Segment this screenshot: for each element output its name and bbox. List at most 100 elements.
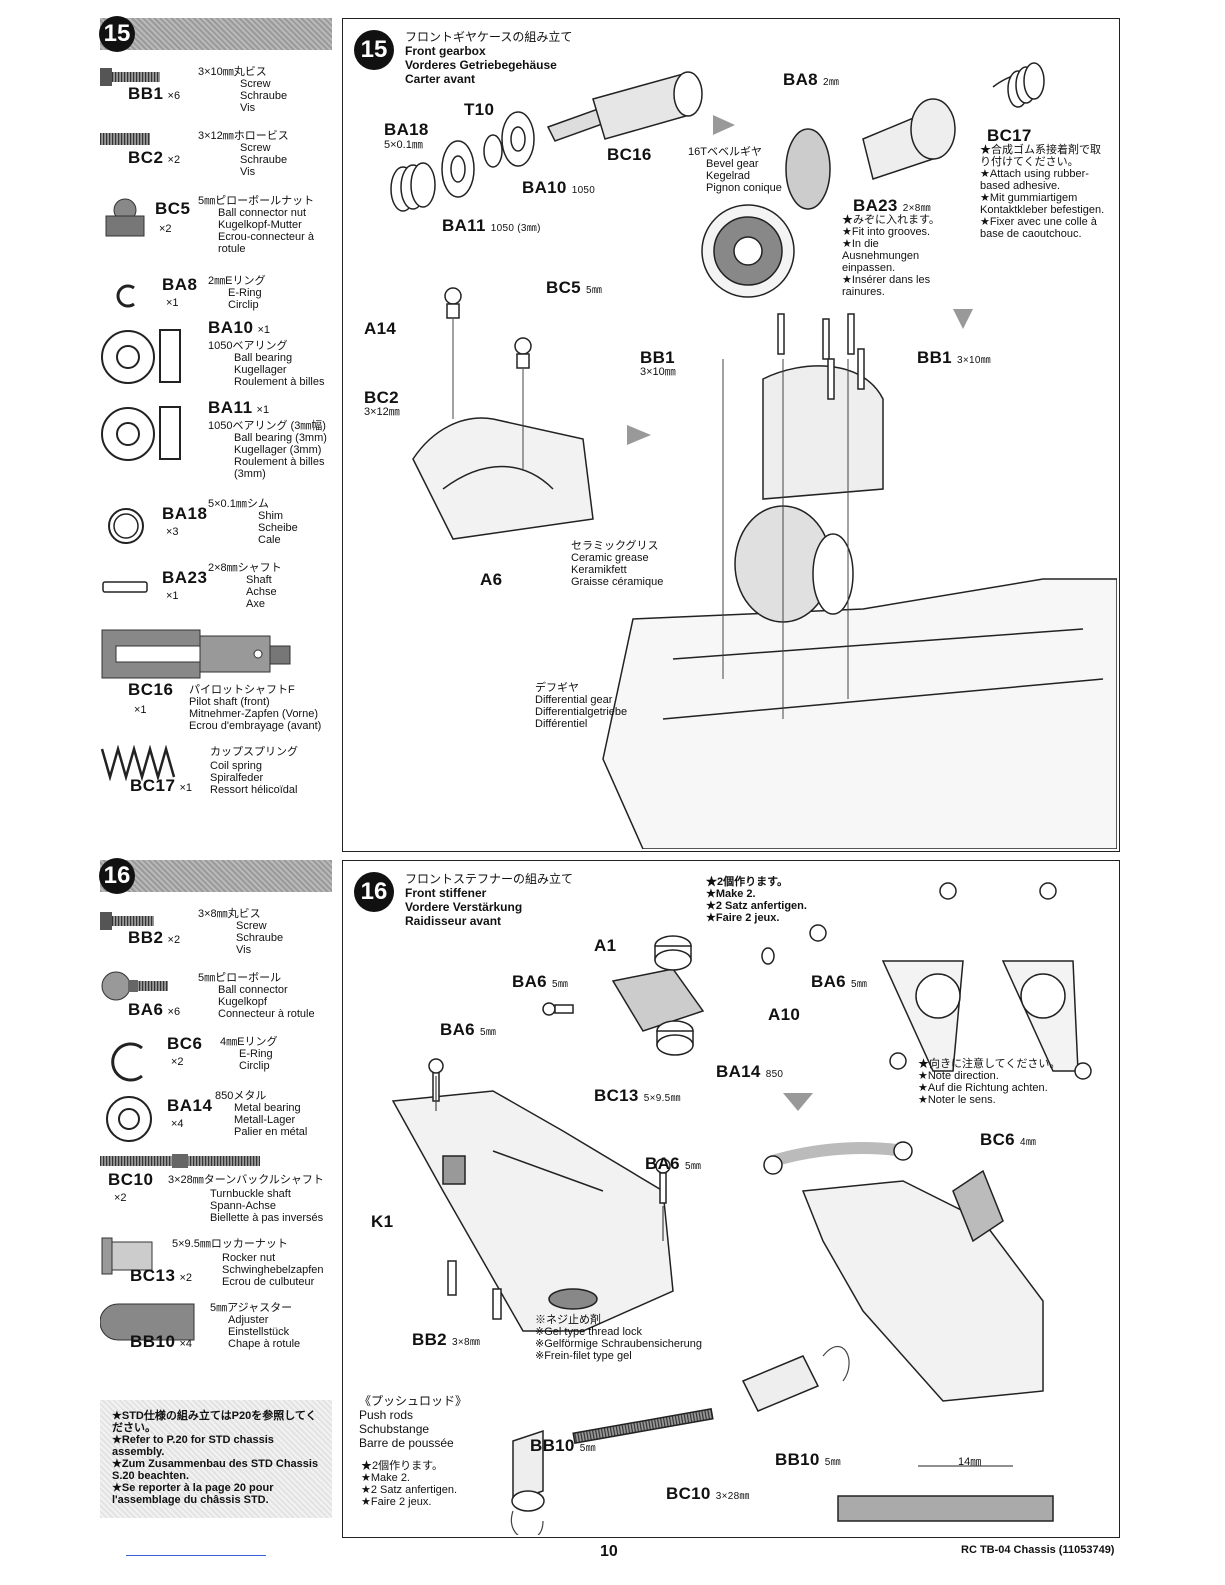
part-code: BA14 xyxy=(167,1096,213,1115)
callout-k1: K1 xyxy=(371,1212,394,1231)
step15-main-badge: 15 xyxy=(354,30,394,70)
part-code: BB10 xyxy=(130,1332,176,1351)
part-code: BC17 xyxy=(130,776,176,795)
part-code: BA23 xyxy=(162,568,208,587)
part-en: Turnbuckle shaft xyxy=(210,1188,291,1200)
make2-fr: ★Faire 2 jeux. xyxy=(706,912,780,924)
part-en: Shaft xyxy=(246,574,272,586)
bb10-a-size: 5㎜ xyxy=(579,1443,596,1454)
callout-bc17: BC17 xyxy=(987,126,1032,145)
bevel-gear-note: 16Tベベルギヤ Bevel gear Kegelrad Pignon coni… xyxy=(688,146,782,194)
callout-bc2-size: 3×12㎜ xyxy=(364,406,400,418)
part-spec: 5㎜ピローボールナット xyxy=(198,195,315,207)
bc10-size: 3×28㎜ xyxy=(715,1491,750,1502)
bc17-coil-spring-icon xyxy=(100,745,176,781)
bc16-pilot-shaft-icon xyxy=(101,629,291,679)
bc13-rocker-nut-icon xyxy=(101,1237,153,1275)
stiffener-diagram xyxy=(391,882,1092,1535)
grease-jp: セラミックグリス xyxy=(571,540,659,552)
part-spec: 5×0.1㎜シム xyxy=(208,498,269,510)
dir-de: ★Auf die Richtung achten. xyxy=(918,1082,1048,1094)
part-fr: Ecrou d'embrayage (avant) xyxy=(189,720,322,732)
part-code: BC2 xyxy=(128,148,164,167)
make2-en: ★Make 2. xyxy=(706,888,756,900)
bc2-screw-icon xyxy=(100,133,150,145)
ba23-size: 2×8㎜ xyxy=(902,203,931,214)
push-de: Schubstange xyxy=(359,1422,430,1436)
part-en: Coil spring xyxy=(210,760,262,772)
part-de: Circlip xyxy=(239,1060,270,1072)
part-qty: ×6 xyxy=(167,90,181,102)
part-code: BC16 xyxy=(128,680,174,699)
push-make-en: ★Make 2. xyxy=(361,1472,410,1484)
callout-ba6-b: BA6 5㎜ xyxy=(811,972,867,992)
std-chassis-note-text: ★STD仕様の組み立てはP20を参照してください。 ★Refer to P.20… xyxy=(112,1410,324,1506)
part-spec: カップスプリング xyxy=(210,746,298,758)
part-qty: ×1 xyxy=(134,704,147,716)
push-rods-title: 《プッシュロッド》 Push rods Schubstange Barre de… xyxy=(359,1394,467,1450)
part-qty: ×6 xyxy=(167,1006,181,1018)
bc17-note-en: ★Attach using rubber-based adhesive. xyxy=(980,168,1089,192)
part-spec: 1050ベアリング (3㎜幅) xyxy=(208,420,326,432)
callout-bc6: BC6 4㎜ xyxy=(980,1130,1036,1150)
std-chassis-note xyxy=(100,1400,332,1518)
part-spec: 850メタル xyxy=(215,1090,267,1102)
push-en: Push rods xyxy=(359,1408,414,1422)
ba11-label: BA11 xyxy=(442,216,486,235)
dimension-14mm: 14㎜ xyxy=(958,1456,982,1468)
bb1-screw-icon xyxy=(100,68,160,86)
part-spec: 2×8㎜シャフト xyxy=(208,562,282,574)
callout-ba6-d: BA6 5㎜ xyxy=(645,1154,701,1174)
bb10-a-label: BB10 xyxy=(530,1436,575,1455)
part-spec: 4㎜Eリング xyxy=(220,1036,278,1048)
part-spec: 3×28㎜ターンバックルシャフト xyxy=(168,1174,324,1186)
diff-de: Differentialgetriebe xyxy=(535,706,628,718)
part-en: E-Ring xyxy=(239,1048,273,1060)
callout-ba18-size: 5×0.1㎜ xyxy=(384,139,423,151)
bc17-note: ★合成ゴム系接着剤で取り付けてください。 ★Attach using rubbe… xyxy=(980,144,1110,240)
callout-bb1-right: BB1 3×10㎜ xyxy=(917,348,991,368)
part-de: Kugelkopf-Mutter xyxy=(218,219,302,231)
part-qty: ×2 xyxy=(171,1056,184,1068)
part-fr: Biellette à pas inversés xyxy=(210,1212,324,1224)
make2-de: ★2 Satz anfertigen. xyxy=(706,900,807,912)
part-fr: Ecrou-connecteur à rotule xyxy=(218,231,314,255)
page-number: 10 xyxy=(600,1543,618,1560)
step16-parts-header xyxy=(100,860,332,892)
part-spec: 1050ベアリング xyxy=(208,340,288,352)
part-code: BC6 xyxy=(167,1034,203,1053)
callout-a10: A10 xyxy=(768,1005,801,1024)
ba14-label: BA14 xyxy=(716,1062,761,1081)
part-de: Spann-Achse xyxy=(210,1200,277,1212)
bb2-label: BB2 xyxy=(412,1330,447,1349)
callout-ba11: BA11 1050 (3㎜) xyxy=(442,216,541,236)
step15-sidebar-badge: 15 xyxy=(99,16,135,52)
title-en: Front gearbox xyxy=(405,44,486,58)
part-spec: 3×8㎜丸ビス xyxy=(198,908,261,920)
part-code: BB2 xyxy=(128,928,164,947)
callout-bc5: BC5 5㎜ xyxy=(546,278,602,298)
ba6-a-size: 5㎜ xyxy=(551,979,569,990)
part-en: Ball bearing xyxy=(234,352,293,364)
callout-ba14: BA14 850 xyxy=(716,1062,783,1082)
part-en: Pilot shaft (front) xyxy=(189,696,270,708)
ba6-b-size: 5㎜ xyxy=(850,979,868,990)
std-note-fr: ★Se reporter à la page 20 pour l'assembl… xyxy=(112,1482,274,1506)
bc10-label: BC10 xyxy=(666,1484,711,1503)
part-de: Einstellstück xyxy=(228,1326,290,1338)
part-qty: ×2 xyxy=(159,223,172,235)
part-de: Kugellager (3mm) xyxy=(234,444,322,456)
part-de: Kugellager xyxy=(234,364,287,376)
ba11-size: 1050 (3㎜) xyxy=(490,223,541,234)
ba8-size: 2㎜ xyxy=(822,77,840,88)
title-fr: Raidisseur avant xyxy=(405,914,502,928)
push-jp: 《プッシュロッド》 xyxy=(359,1394,468,1408)
part-spec: 5㎜ピローボール xyxy=(198,972,282,984)
ba6-ball-connector-icon xyxy=(101,971,168,1001)
ba6-d-size: 5㎜ xyxy=(684,1161,702,1172)
grease-en: Ceramic grease xyxy=(571,552,649,564)
ba23-note-fr: ★Insérer dans les rainures. xyxy=(842,274,931,298)
part-de: Metall-Lager xyxy=(234,1114,296,1126)
step16-title: フロントステフナーの組み立て Front stiffener Vordere V… xyxy=(405,872,573,928)
title-jp: フロントステフナーの組み立て xyxy=(405,872,574,886)
